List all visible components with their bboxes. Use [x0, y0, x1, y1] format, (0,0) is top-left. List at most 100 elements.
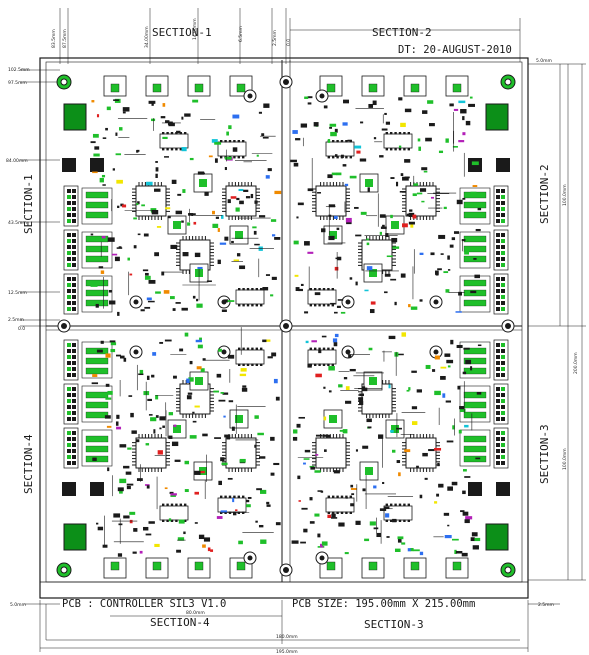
connector-pad — [152, 561, 162, 571]
smd-component — [178, 519, 185, 524]
smd-component — [372, 100, 377, 106]
smd-component — [145, 533, 152, 536]
smd-component — [266, 501, 270, 505]
smd-component — [148, 279, 156, 284]
smd-component — [292, 130, 298, 134]
mounting-hole — [56, 74, 72, 90]
smd-component — [350, 503, 355, 507]
test-pad-center — [345, 349, 351, 355]
relay-contact — [85, 255, 109, 263]
dip-ic — [325, 141, 355, 157]
dip-pin — [322, 288, 326, 291]
smd-component — [189, 157, 194, 161]
smd-component — [101, 235, 106, 239]
smd-component — [360, 211, 367, 215]
smd-component — [224, 167, 227, 171]
section-3-bottom-label: SECTION-3 — [364, 618, 424, 631]
smd-component — [271, 352, 277, 357]
smd-component — [235, 207, 240, 212]
dip-pin — [332, 511, 335, 514]
smd-component — [300, 123, 308, 128]
smd-component — [384, 291, 388, 294]
dimension-label: 0.0 — [18, 326, 25, 332]
smd-component — [211, 139, 218, 143]
smd-component — [451, 237, 456, 241]
ic-pad — [391, 221, 399, 229]
smd-component — [453, 231, 460, 234]
terminal-pin — [501, 367, 505, 371]
smd-component — [406, 389, 410, 392]
dip-pin — [390, 519, 393, 522]
terminal-pin — [501, 411, 505, 415]
smd-component — [148, 521, 155, 524]
dip-pin — [242, 140, 245, 143]
smd-component — [119, 444, 127, 448]
dip-pin — [242, 363, 245, 366]
smd-component — [325, 434, 331, 438]
terminal-pin — [501, 373, 505, 377]
smd-component — [328, 390, 332, 393]
smd-component — [460, 510, 465, 513]
smd-component — [419, 252, 424, 255]
smd-component — [156, 226, 162, 228]
smd-component — [224, 236, 229, 241]
dip-pin — [403, 132, 406, 135]
smd-component — [270, 436, 275, 441]
power-diode — [62, 482, 76, 496]
smd-component — [117, 311, 120, 316]
smd-component — [159, 416, 166, 421]
dip-pin — [242, 156, 245, 159]
smd-component — [470, 290, 477, 294]
smd-component — [116, 247, 123, 249]
smd-component — [245, 196, 251, 199]
terminal-pin — [496, 207, 500, 211]
smd-component — [214, 158, 218, 163]
dip-ic — [307, 349, 337, 365]
smd-component — [227, 354, 235, 359]
smd-component — [226, 436, 231, 440]
smd-component — [401, 332, 407, 337]
terminal-pin — [496, 387, 500, 391]
smd-component — [96, 522, 99, 525]
smd-component — [260, 489, 267, 494]
dip-pin — [394, 503, 397, 506]
smd-component — [407, 548, 411, 552]
smd-component — [367, 187, 370, 192]
smd-component — [254, 444, 257, 448]
smd-component — [155, 161, 158, 163]
smd-component — [176, 130, 181, 134]
dip-pin — [398, 503, 402, 506]
dimension-lines — [20, 8, 586, 652]
smd-component — [428, 449, 435, 452]
smd-component — [239, 458, 246, 463]
terminal-pin — [67, 213, 71, 217]
dimension-label: 0.0 — [286, 39, 292, 46]
smd-component — [105, 353, 111, 358]
smd-component — [455, 311, 462, 313]
smd-component — [117, 553, 123, 557]
smd-component — [184, 113, 191, 117]
dip-pin — [336, 511, 339, 514]
terminal-pin — [496, 307, 500, 311]
smd-component — [105, 383, 110, 387]
smd-component — [157, 450, 163, 455]
smd-component — [187, 392, 193, 395]
dimension-label: 87.5mm — [62, 29, 68, 48]
smd-component — [122, 107, 130, 112]
smd-component — [355, 234, 362, 237]
smd-component — [451, 481, 458, 486]
smd-component — [303, 462, 306, 465]
terminal-pin — [72, 245, 76, 249]
smd-component — [458, 100, 466, 104]
dip-pin — [260, 304, 263, 307]
smd-component — [169, 491, 174, 495]
smd-component — [328, 366, 335, 371]
smd-component — [458, 140, 465, 143]
dip-pin — [322, 347, 326, 350]
smd-component — [188, 377, 194, 382]
smd-component — [421, 200, 425, 203]
terminal-pin — [496, 195, 500, 199]
smd-component — [409, 209, 413, 212]
smd-component — [303, 528, 308, 533]
smd-component — [317, 533, 321, 538]
